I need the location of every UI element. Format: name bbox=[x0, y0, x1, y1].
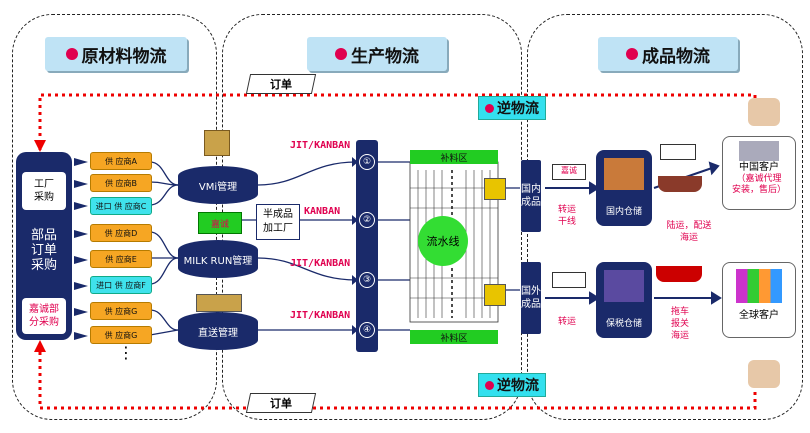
header-finished: 成品物流 bbox=[598, 37, 738, 71]
bonded-warehouse-label: 保税仓储 bbox=[605, 319, 642, 329]
jit-kanban-label-1: JIT/KANBAN bbox=[290, 140, 351, 151]
factory-purchase-box: 工厂 采购 bbox=[22, 172, 66, 210]
supplier-ellipsis: ⋮ bbox=[118, 343, 134, 362]
jiacheng-partial-purchase-box: 嘉诚部 分采购 bbox=[22, 298, 66, 334]
domestic-warehouse: 国内仓储 bbox=[596, 150, 652, 226]
line-number-3: ③ bbox=[359, 272, 375, 288]
truck-icon: 嘉诚 bbox=[552, 164, 586, 180]
header-finished-label: 成品物流 bbox=[642, 46, 710, 67]
order-label-bottom-text: 订单 bbox=[270, 397, 292, 410]
jit-kanban-label-4: JIT/KANBAN bbox=[290, 310, 351, 321]
person-at-computer-icon bbox=[748, 360, 780, 388]
transfer-trunk-label: 转运 干线 bbox=[557, 205, 576, 227]
bullet-icon bbox=[485, 103, 494, 113]
panel-to-supplier-arrows bbox=[74, 158, 88, 340]
feed-zone-bottom: 补料区 bbox=[410, 330, 498, 344]
truck-icon bbox=[660, 144, 696, 160]
delivery-label: 陆运，配送 海运 bbox=[666, 221, 712, 243]
supplier-e: 供 应商E bbox=[90, 250, 152, 268]
building-icon bbox=[739, 141, 779, 161]
person-at-computer-icon bbox=[748, 98, 780, 126]
semi-finished-factory: 半成品 加工厂 bbox=[256, 204, 300, 240]
warehouse-building-icon bbox=[604, 158, 644, 190]
truck-icon bbox=[552, 272, 586, 288]
reverse-logistics-bottom-label: 逆物流 bbox=[497, 378, 539, 394]
forklift-icon bbox=[484, 178, 506, 200]
boxes-icon bbox=[204, 130, 230, 156]
flatbed-truck-icon bbox=[196, 294, 242, 312]
order-label-top-text: 订单 bbox=[270, 78, 292, 91]
bullet-icon bbox=[626, 48, 638, 60]
order-label-bottom: 订单 bbox=[245, 393, 317, 413]
domestic-finished-goods: 国内成品 bbox=[521, 160, 541, 232]
china-customer-label: 中国客户 bbox=[739, 162, 779, 173]
header-production: 生产物流 bbox=[307, 37, 447, 71]
bullet-icon bbox=[485, 380, 494, 390]
assembly-line: 流水线 bbox=[418, 216, 468, 266]
supplier-b: 供 应商B bbox=[90, 174, 152, 192]
foreign-finished-goods: 国外成品 bbox=[521, 262, 541, 334]
ship-icon bbox=[658, 176, 702, 192]
vmi-management: VMi管理 bbox=[178, 166, 258, 204]
milk-run-management: MILK RUN管理 bbox=[178, 240, 258, 278]
supplier-c-import: 进口 供 应商C bbox=[90, 197, 152, 215]
global-customer: 全球客户 bbox=[722, 262, 796, 338]
supplier-g-2: 供 应商G bbox=[90, 326, 152, 344]
city-icon bbox=[736, 269, 782, 303]
ship-icon bbox=[656, 266, 702, 282]
china-customer: 中国客户 （嘉诚代理 安装，售后） bbox=[722, 136, 796, 210]
transfer-label: 转运 bbox=[557, 317, 576, 327]
forklift-icon bbox=[484, 284, 506, 306]
bullet-icon bbox=[335, 48, 347, 60]
jit-kanban-label-3: JIT/KANBAN bbox=[290, 258, 351, 269]
parts-order-purchase-label: 部品 订单 采购 bbox=[30, 228, 57, 273]
customs-label: 拖车 报关 海运 bbox=[670, 307, 689, 341]
warehouse-building-icon bbox=[604, 270, 644, 302]
global-customer-label: 全球客户 bbox=[739, 310, 779, 321]
truck-icon: 嘉诚 bbox=[198, 212, 242, 234]
header-raw-label: 原材料物流 bbox=[81, 46, 167, 67]
bullet-icon bbox=[65, 48, 78, 60]
reverse-logistics-top: 逆物流 bbox=[478, 96, 546, 120]
supplier-g-1: 供 应商G bbox=[90, 302, 152, 320]
order-label-top: 订单 bbox=[245, 74, 317, 94]
bonded-warehouse: 保税仓储 bbox=[596, 262, 652, 338]
feed-zone-top: 补料区 bbox=[410, 150, 498, 164]
reverse-logistics-top-label: 逆物流 bbox=[497, 101, 539, 117]
header-raw-material: 原材料物流 bbox=[45, 37, 187, 71]
china-customer-note: （嘉诚代理 安装，售后） bbox=[731, 174, 786, 195]
supplier-d: 供 应商D bbox=[90, 224, 152, 242]
production-line-bar bbox=[356, 140, 378, 352]
header-production-label: 生产物流 bbox=[351, 46, 419, 67]
direct-delivery-management: 直送管理 bbox=[178, 312, 258, 350]
kanban-label-2: KANBAN bbox=[304, 206, 341, 217]
supplier-a: 供 应商A bbox=[90, 152, 152, 170]
domestic-warehouse-label: 国内仓储 bbox=[605, 207, 642, 217]
line-number-1: ① bbox=[359, 154, 375, 170]
reverse-logistics-bottom: 逆物流 bbox=[478, 373, 546, 397]
supplier-f-import: 进口 供 应商F bbox=[90, 276, 152, 294]
line-number-2: ② bbox=[359, 212, 375, 228]
line-number-4: ④ bbox=[359, 322, 375, 338]
